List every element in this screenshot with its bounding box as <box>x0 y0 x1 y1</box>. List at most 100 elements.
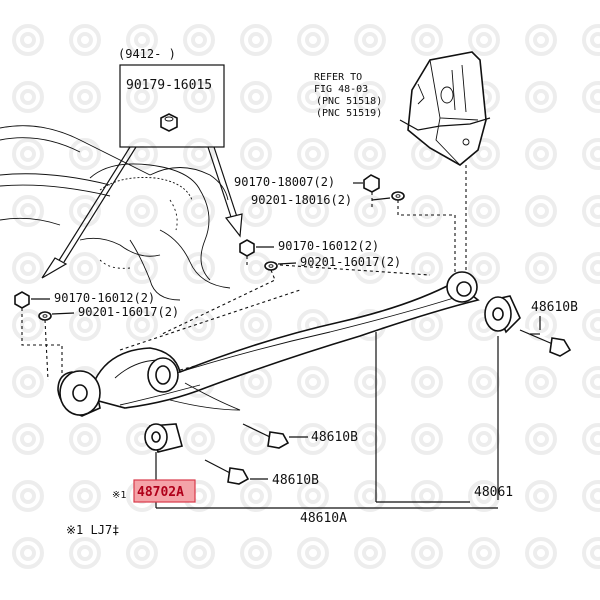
watermark-gear-icon <box>468 366 500 398</box>
watermark-gear-icon <box>582 81 600 113</box>
watermark-gear-icon <box>69 195 101 227</box>
bushing-right <box>484 295 521 334</box>
watermark-gear-hub <box>77 545 93 561</box>
watermark-gear-hub <box>419 260 435 276</box>
refer-line-1: REFER TO <box>314 72 362 83</box>
nut-label-left[interactable]: 90170-16012(2) <box>54 291 155 305</box>
watermark-gear-hub <box>20 488 36 504</box>
label-48702a-highlight[interactable]: 48702A <box>137 485 184 500</box>
watermark-gear-icon <box>69 252 101 284</box>
nut-label-upper-right[interactable]: 90170-18007(2) <box>234 175 335 189</box>
watermark-gear-icon <box>126 309 158 341</box>
watermark-gear-icon <box>126 24 158 56</box>
watermark-gear-icon <box>240 480 272 512</box>
watermark-gear-icon <box>183 252 215 284</box>
bushing-small-highlighted[interactable] <box>144 423 183 453</box>
bushing-note-mark: ※1 <box>112 490 126 501</box>
watermark-gear-hub <box>419 146 435 162</box>
watermark-gear-icon <box>183 24 215 56</box>
label-48610b-right[interactable]: 48610B <box>531 300 578 315</box>
watermark-gear-icon <box>411 480 443 512</box>
watermark-gear-icon <box>12 480 44 512</box>
box-part-number[interactable]: 90179-16015 <box>126 78 212 93</box>
watermark-gear-hub <box>533 317 549 333</box>
watermark-gear-icon <box>69 24 101 56</box>
bolt-icon-lower <box>204 456 250 485</box>
watermark-gear-icon <box>12 195 44 227</box>
watermark-gear-hub <box>419 488 435 504</box>
watermark-gear-icon <box>525 24 557 56</box>
label-48061[interactable]: 48061 <box>474 485 513 500</box>
watermark-gear-icon <box>411 366 443 398</box>
watermark-gear-hub <box>77 260 93 276</box>
watermark-gear-icon <box>411 423 443 455</box>
nut-label-center[interactable]: 90170-16012(2) <box>278 239 379 253</box>
washer-icon <box>391 191 405 201</box>
hex-nut-icon <box>363 174 380 193</box>
watermark-gear-hub <box>533 32 549 48</box>
watermark-gear-hub <box>590 32 600 48</box>
watermark-gear-icon <box>354 252 386 284</box>
watermark-gear-hub <box>305 545 321 561</box>
watermark-gear-icon <box>354 81 386 113</box>
label-48610b-middle[interactable]: 48610B <box>311 430 358 445</box>
watermark-gear-icon <box>69 480 101 512</box>
watermark-gear-hub <box>419 431 435 447</box>
label-48610a[interactable]: 48610A <box>300 511 347 526</box>
washer-label-left[interactable]: 90201-16017(2) <box>78 305 179 319</box>
watermark-gear-icon <box>468 195 500 227</box>
washer-label-center[interactable]: 90201-16017(2) <box>300 255 401 269</box>
lateral-control-arm <box>94 281 480 411</box>
watermark-gear-hub <box>134 32 150 48</box>
watermark-gear-icon <box>354 423 386 455</box>
watermark-gear-icon <box>297 423 329 455</box>
watermark-gear-icon <box>126 138 158 170</box>
watermark-gear-icon <box>69 423 101 455</box>
watermark-gear-hub <box>20 146 36 162</box>
watermark-gear-hub <box>20 431 36 447</box>
watermark-gear-icon <box>69 309 101 341</box>
watermark-gear-hub <box>305 146 321 162</box>
watermark-gear-icon <box>183 138 215 170</box>
watermark-gear-hub <box>191 545 207 561</box>
watermark-gear-icon <box>12 81 44 113</box>
watermark-gear-hub <box>476 32 492 48</box>
watermark-gear-icon <box>12 138 44 170</box>
washer-icon <box>264 261 278 271</box>
watermark-gear-hub <box>362 203 378 219</box>
refer-line-4: (PNC 51519) <box>316 108 382 119</box>
watermark-gear-icon <box>126 252 158 284</box>
watermark-gear-hub <box>77 431 93 447</box>
watermark-gear-icon <box>525 195 557 227</box>
watermark-gear-hub <box>305 431 321 447</box>
watermark-gear-hub <box>533 545 549 561</box>
watermark-gear-hub <box>134 89 150 105</box>
watermark-gear-icon <box>582 309 600 341</box>
watermark-gear-hub <box>248 146 264 162</box>
label-48610b-lower[interactable]: 48610B <box>272 473 319 488</box>
leader-dashed <box>21 308 63 385</box>
watermark-gear-icon <box>411 195 443 227</box>
watermark-gear-hub <box>77 203 93 219</box>
watermark-gear-hub <box>590 374 600 390</box>
watermark-gear-hub <box>476 545 492 561</box>
watermark-gear-hub <box>134 146 150 162</box>
vehicle-frame-sketch <box>0 125 231 301</box>
watermark-gear-hub <box>20 89 36 105</box>
watermark-gear-icon <box>297 81 329 113</box>
watermark-gear-hub <box>20 374 36 390</box>
watermark-gear-icon <box>582 537 600 569</box>
watermark-gear-hub <box>20 32 36 48</box>
washer-label-upper-right[interactable]: 90201-18016(2) <box>251 193 352 207</box>
arrow-head-right <box>224 213 243 238</box>
washer-icon <box>38 311 52 321</box>
watermark-gear-icon <box>582 480 600 512</box>
watermark-gear-hub <box>362 32 378 48</box>
watermark-gear-hub <box>77 317 93 333</box>
callout-arrow-left <box>57 146 131 263</box>
refer-line-2[interactable]: FIG 48-03 <box>314 84 368 95</box>
watermark-gear-icon <box>297 366 329 398</box>
watermark-gear-icon <box>468 24 500 56</box>
